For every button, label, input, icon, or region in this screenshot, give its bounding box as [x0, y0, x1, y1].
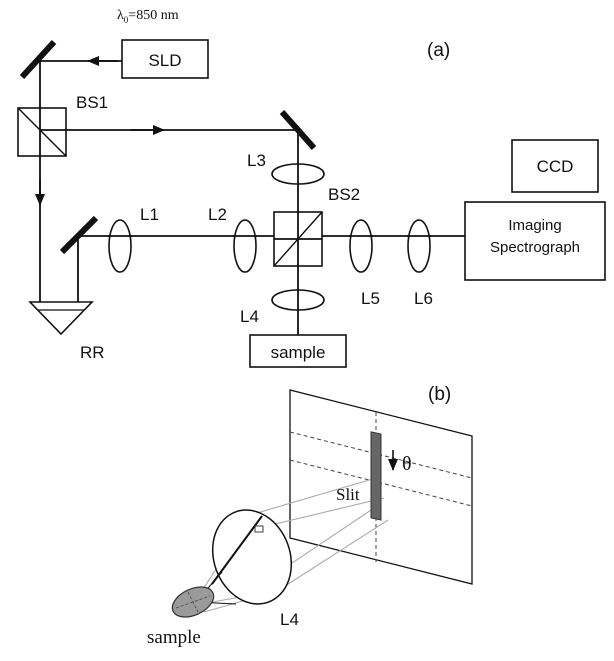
sample-label-b: sample	[147, 627, 201, 648]
lens-l4-chord	[211, 515, 263, 585]
panel-a-label: (a)	[427, 40, 450, 61]
l6-label: L6	[414, 289, 433, 308]
theta-label: θ	[402, 453, 412, 475]
spectrograph-box	[464, 201, 606, 281]
sample-axis-2	[187, 591, 199, 613]
sample-box	[249, 334, 347, 368]
beamsplitter-bs1	[17, 107, 67, 157]
l5-label: L5	[361, 289, 380, 308]
spectrograph-label-line1: Imaging	[508, 217, 561, 234]
sld-box	[121, 39, 209, 79]
l1-label: L1	[140, 205, 159, 224]
l3-label: L3	[247, 151, 266, 170]
sample-label-a: sample	[271, 343, 326, 362]
sample-axis-1	[175, 595, 211, 609]
mirrors	[19, 39, 317, 255]
panel-a: SLD λ0=850 nm BS1 BS2 RR	[17, 8, 606, 368]
lens-marker	[254, 525, 264, 533]
wavelength-label: λ0=850 nm	[117, 8, 179, 25]
slit-label: Slit	[336, 485, 360, 504]
mirror-top-left	[19, 39, 57, 80]
lens-l6	[407, 219, 431, 273]
retroreflector	[28, 301, 94, 336]
lens-l4-perspective	[211, 509, 293, 605]
mirror-top-right	[279, 110, 317, 150]
beam-through-lenses	[108, 163, 431, 311]
l2-label: L2	[208, 205, 227, 224]
mirror-reference-arm	[59, 215, 99, 255]
ccd-box	[511, 139, 599, 193]
lenses	[108, 163, 431, 311]
lens-l1	[108, 219, 132, 273]
rr-label: RR	[80, 343, 105, 362]
lens-l2	[233, 219, 257, 273]
ccd-label: CCD	[537, 157, 574, 176]
slit	[370, 431, 382, 521]
l4-label-b: L4	[280, 610, 299, 629]
lens-l5	[349, 219, 373, 273]
bs2-label: BS2	[328, 185, 360, 204]
beam-arrows	[35, 56, 165, 206]
panel-b: (b) Slit θ L4	[147, 384, 473, 648]
l4-label: L4	[240, 307, 259, 326]
panel-b-label: (b)	[428, 384, 451, 405]
spectrograph-label-line2: Spectrograph	[490, 239, 580, 256]
sld-label: SLD	[148, 51, 181, 70]
bs1-label: BS1	[76, 93, 108, 112]
